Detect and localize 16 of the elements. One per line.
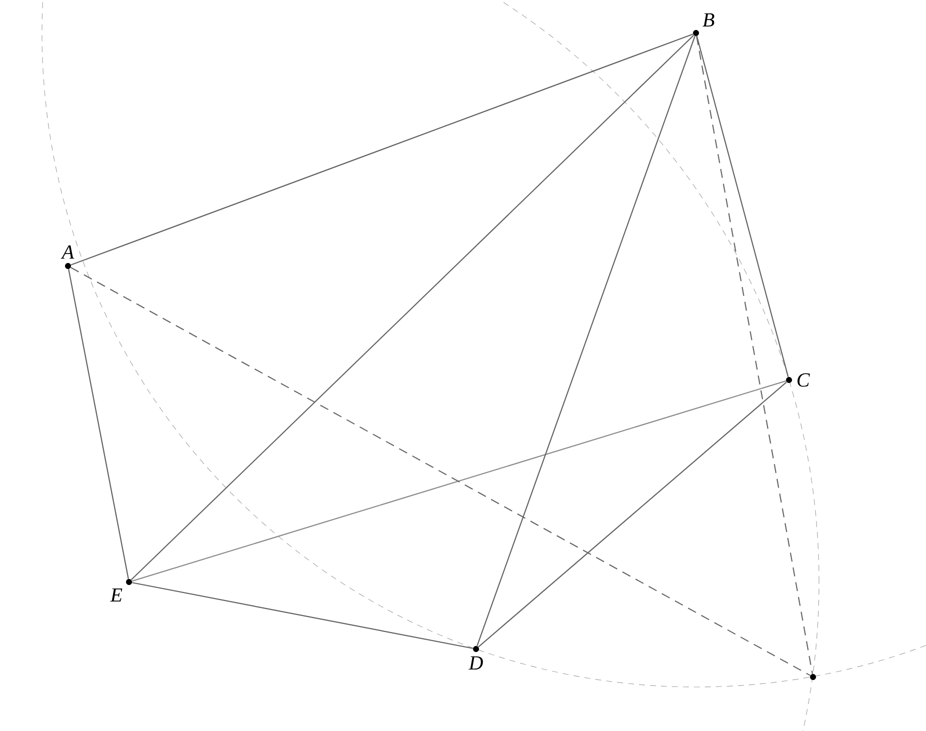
line-segment [130,34,694,580]
point-label: D [468,646,483,670]
point-label: C [786,373,810,387]
point-label: B [693,13,714,36]
point-label: E [110,579,132,602]
dashed-line [696,36,813,674]
line-segment [476,36,696,646]
dashed-line [70,267,810,676]
line-segment [478,382,787,648]
line-segment [70,34,694,266]
line-segment [68,269,129,579]
point-label: A [60,245,74,269]
line-segment [132,380,786,582]
line-segment [696,36,789,378]
line-segment [132,582,473,649]
point [810,674,816,680]
